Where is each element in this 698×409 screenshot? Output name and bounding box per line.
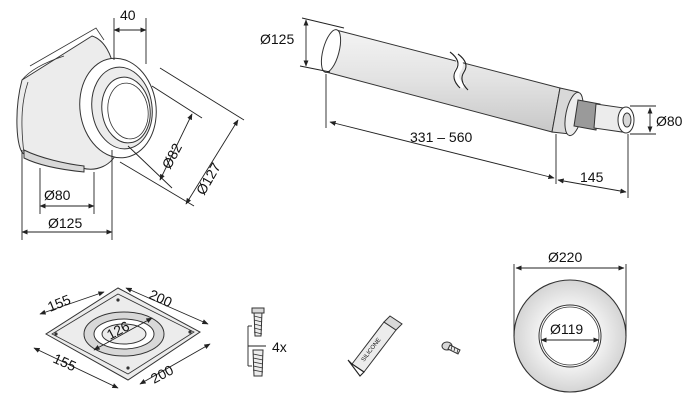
elbow-fitting [16,27,157,173]
elbow-base-inner-diameter-label: Ø80 [44,187,71,203]
rosette-inner-diameter-label: Ø119 [550,321,583,337]
pipe-extension [320,29,635,137]
elbow-depth-label: 40 [120,7,136,23]
small-screw [441,341,461,355]
elbow-dimensions: 40 Ø82 Ø127 Ø80 Ø125 [21,7,245,240]
pipe-length-label: 331 – 560 [410,129,472,145]
plate-top-left-label: 155 [45,291,73,315]
rosette [513,279,627,393]
pipe-end-length-label: 145 [580,169,604,185]
elbow-outer-diameter-label: Ø127 [193,160,224,198]
plate-bottom-left-label: 155 [51,350,79,374]
pipe-dimensions: Ø125 331 – 560 145 Ø80 [260,17,683,198]
pipe-end-diameter-label: Ø80 [656,113,683,129]
elbow-inner-diameter-label: Ø82 [159,140,186,171]
pipe-diameter-label: Ø125 [260,31,294,47]
rosette-outer-diameter-label: Ø220 [548,249,582,265]
screw-quantity-label: 4x [272,339,287,355]
rosette-dimensions: Ø220 Ø119 [513,249,627,343]
silicone-tube: SILICONE [347,315,403,377]
screws-and-plugs: 4x [247,307,287,377]
elbow-base-outer-diameter-label: Ø125 [48,215,82,231]
